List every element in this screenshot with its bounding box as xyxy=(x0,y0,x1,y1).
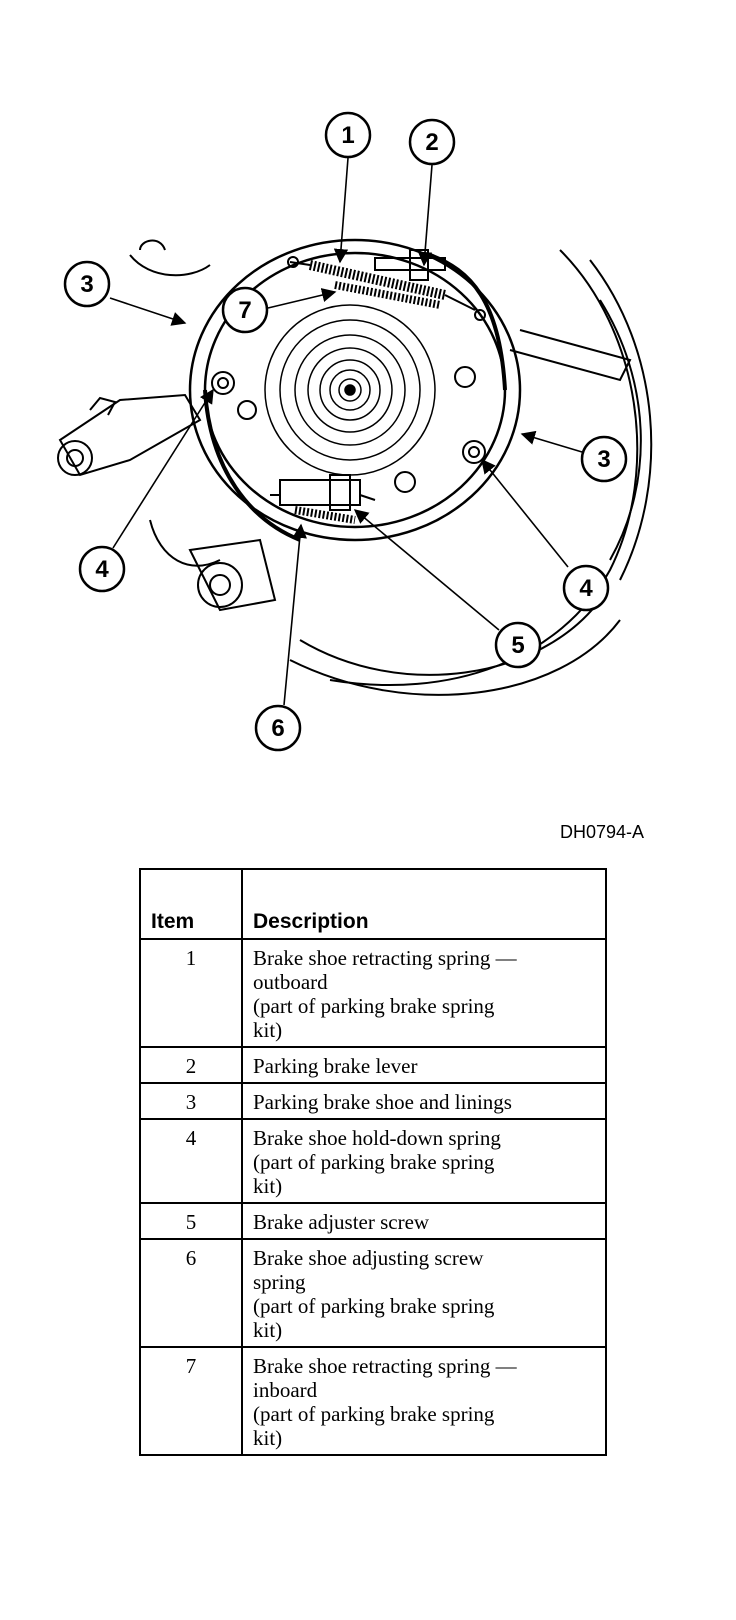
description-line: inboard xyxy=(253,1378,318,1402)
figure-id: DH0794-A xyxy=(560,822,645,842)
hold-down-pins xyxy=(211,366,486,493)
callout-number: 6 xyxy=(271,715,284,742)
item-number: 2 xyxy=(139,1046,243,1084)
callout-number: 5 xyxy=(511,632,524,659)
caliper-bracket xyxy=(57,239,277,612)
description-line: (part of parking brake spring xyxy=(253,1402,495,1426)
item-description: Brake adjuster screw xyxy=(241,1202,607,1240)
backing-plate xyxy=(289,249,653,696)
item-description: Parking brake shoe and linings xyxy=(241,1082,607,1120)
description-line: kit) xyxy=(253,1426,283,1450)
item-number: 5 xyxy=(139,1202,243,1240)
callout: 2 xyxy=(408,118,456,166)
description-line: Brake shoe retracting spring — xyxy=(253,1354,517,1378)
description-line: (part of parking brake spring xyxy=(253,1294,495,1318)
description-line: Parking brake shoe and linings xyxy=(253,1090,512,1114)
description-column-header: Description xyxy=(241,868,607,940)
callout: 7 xyxy=(221,286,269,334)
item-number: 6 xyxy=(139,1238,243,1348)
item-description: Brake shoe retracting spring —outboard(p… xyxy=(241,938,607,1048)
table-row: 3 Parking brake shoe and linings xyxy=(139,1082,607,1120)
retracting-springs xyxy=(287,256,486,321)
callout-number: 3 xyxy=(80,271,93,298)
hub xyxy=(264,304,436,476)
description-line: Parking brake lever xyxy=(253,1054,418,1078)
callout-number: 4 xyxy=(579,575,593,602)
adjuster-assembly xyxy=(270,474,376,524)
callout-number: 1 xyxy=(341,122,354,149)
item-column-header: Item xyxy=(139,868,243,940)
description-line: Brake adjuster screw xyxy=(253,1210,430,1234)
table-row: 5 Brake adjuster screw xyxy=(139,1202,607,1240)
callout-number: 3 xyxy=(597,446,610,473)
description-line: (part of parking brake spring xyxy=(253,1150,495,1174)
brake-assembly-diagram: 1 2 3 7 3 4 4 5 6 xyxy=(57,111,653,752)
callout: 3 xyxy=(580,435,628,483)
description-line: kit) xyxy=(253,1174,283,1198)
item-number: 1 xyxy=(139,938,243,1048)
item-number: 4 xyxy=(139,1118,243,1204)
table-row: 2 Parking brake lever xyxy=(139,1046,607,1084)
callout-number: 2 xyxy=(425,129,438,156)
callout: 5 xyxy=(494,621,542,669)
description-line: Brake shoe adjusting screw xyxy=(253,1246,484,1270)
callout: 6 xyxy=(254,704,302,752)
description-line: spring xyxy=(253,1270,306,1294)
description-line: kit) xyxy=(253,1318,283,1342)
callout: 4 xyxy=(562,564,610,612)
item-description: Brake shoe retracting spring —inboard(pa… xyxy=(241,1346,607,1456)
item-description: Brake shoe hold-down spring(part of park… xyxy=(241,1118,607,1204)
parking-brake-lever xyxy=(374,249,446,281)
item-number: 7 xyxy=(139,1346,243,1456)
description-line: Brake shoe hold-down spring xyxy=(253,1126,501,1150)
description-line: outboard xyxy=(253,970,328,994)
table-header-row: Item Description xyxy=(139,868,607,940)
callout: 4 xyxy=(78,545,126,593)
leader-lines xyxy=(109,157,583,706)
callout: 3 xyxy=(63,260,111,308)
callout-number: 7 xyxy=(238,297,251,324)
description-line: Brake shoe retracting spring — xyxy=(253,946,517,970)
description-line: kit) xyxy=(253,1018,283,1042)
callout: 1 xyxy=(324,111,372,159)
item-number: 3 xyxy=(139,1082,243,1120)
callout-number: 4 xyxy=(95,556,109,583)
description-line: (part of parking brake spring xyxy=(253,994,495,1018)
item-description: Parking brake lever xyxy=(241,1046,607,1084)
